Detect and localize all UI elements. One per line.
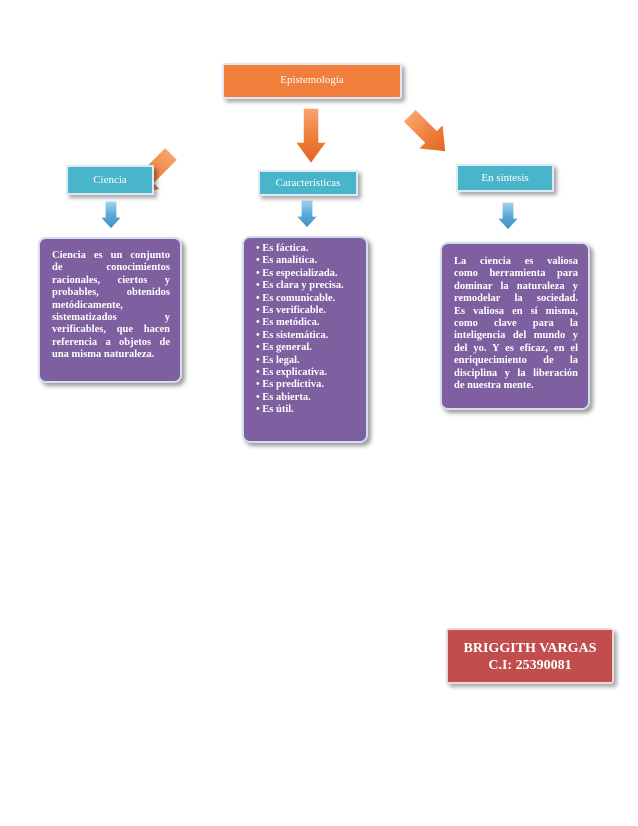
root-title: Epistemología	[280, 74, 344, 86]
ciencia-definition-box: Ciencia es un conjunto de conocimientos …	[38, 237, 182, 383]
arrow-down-caracteristicas	[294, 199, 320, 229]
ciencia-line: sistematizados y	[52, 312, 170, 324]
arrow-to-caracteristicas	[293, 107, 329, 166]
sintesis-line: del yo. Y es eficaz, en el	[454, 342, 578, 354]
heading-ciencia: Ciencia	[66, 165, 154, 195]
ciencia-line: metódicamente,	[52, 299, 123, 311]
author-id: C.I: 25390081	[488, 658, 572, 673]
sintesis-line: inteligencia del mundo y	[454, 330, 578, 342]
list-item: • Es predictiva.	[256, 379, 324, 391]
heading-en-sintesis-label: En síntesis	[481, 172, 529, 184]
heading-en-sintesis: En síntesis	[456, 164, 554, 192]
heading-ciencia-label: Ciencia	[93, 174, 127, 186]
caracteristicas-list-box: • Es fáctica. • Es analítica. • Es espec…	[242, 236, 368, 443]
ciencia-line: una misma naturaleza.	[52, 349, 155, 361]
list-item: • Es analítica.	[256, 255, 318, 267]
sintesis-line: como herramienta para	[454, 268, 578, 280]
sintesis-line: enriquecimiento de la	[454, 355, 578, 367]
list-item: • Es abierta.	[256, 391, 311, 403]
sintesis-line: de nuestra mente.	[454, 380, 534, 392]
heading-caracteristicas: Características	[258, 170, 358, 196]
list-item: • Es especializada.	[256, 267, 338, 279]
sintesis-line: como clave para la	[454, 318, 578, 330]
list-item: • Es explicativa.	[256, 367, 328, 379]
ciencia-line: probables, obtenidos	[52, 287, 170, 299]
ciencia-line: racionales, ciertos y	[52, 274, 170, 286]
list-item: • Es general.	[256, 342, 312, 354]
list-item: • Es verificable.	[256, 305, 326, 317]
list-item: • Es sistemática.	[256, 329, 329, 341]
list-item: • Es útil.	[256, 404, 294, 416]
author-name: BRIGGITH VARGAS	[463, 641, 597, 656]
list-item: • Es clara y precisa.	[256, 280, 344, 292]
sintesis-line: disciplina y la liberación	[454, 367, 578, 379]
arrow-to-en-sintesis	[401, 107, 447, 153]
list-item: • Es legal.	[256, 354, 300, 366]
root-node: Epistemología	[222, 63, 402, 99]
list-item: • Es fáctica.	[256, 243, 309, 254]
list-item: • Es comunicable.	[256, 292, 336, 304]
heading-caracteristicas-label: Características	[275, 177, 341, 189]
arrow-down-ciencia	[98, 200, 124, 230]
sintesis-line: dominar la naturaleza y	[454, 280, 578, 292]
caracteristicas-list: • Es fáctica. • Es analítica. • Es espec…	[256, 243, 362, 417]
en-sintesis-box: La ciencia es valiosa como herramienta p…	[440, 242, 590, 410]
arrow-down-en-sintesis	[495, 201, 521, 231]
ciencia-line: referencia a objetos de	[52, 336, 170, 348]
sintesis-line: remodelar la sociedad.	[454, 293, 578, 305]
ciencia-line: de conocimientos	[52, 262, 170, 274]
author-box: BRIGGITH VARGAS C.I: 25390081	[446, 628, 614, 684]
ciencia-line: verificables, que hacen	[52, 324, 170, 336]
sintesis-line: Es valiosa en sí misma,	[454, 305, 578, 317]
ciencia-line: Ciencia es un conjunto	[52, 250, 170, 261]
sintesis-line: La ciencia es valiosa	[454, 256, 578, 267]
list-item: • Es metódica.	[256, 317, 320, 329]
